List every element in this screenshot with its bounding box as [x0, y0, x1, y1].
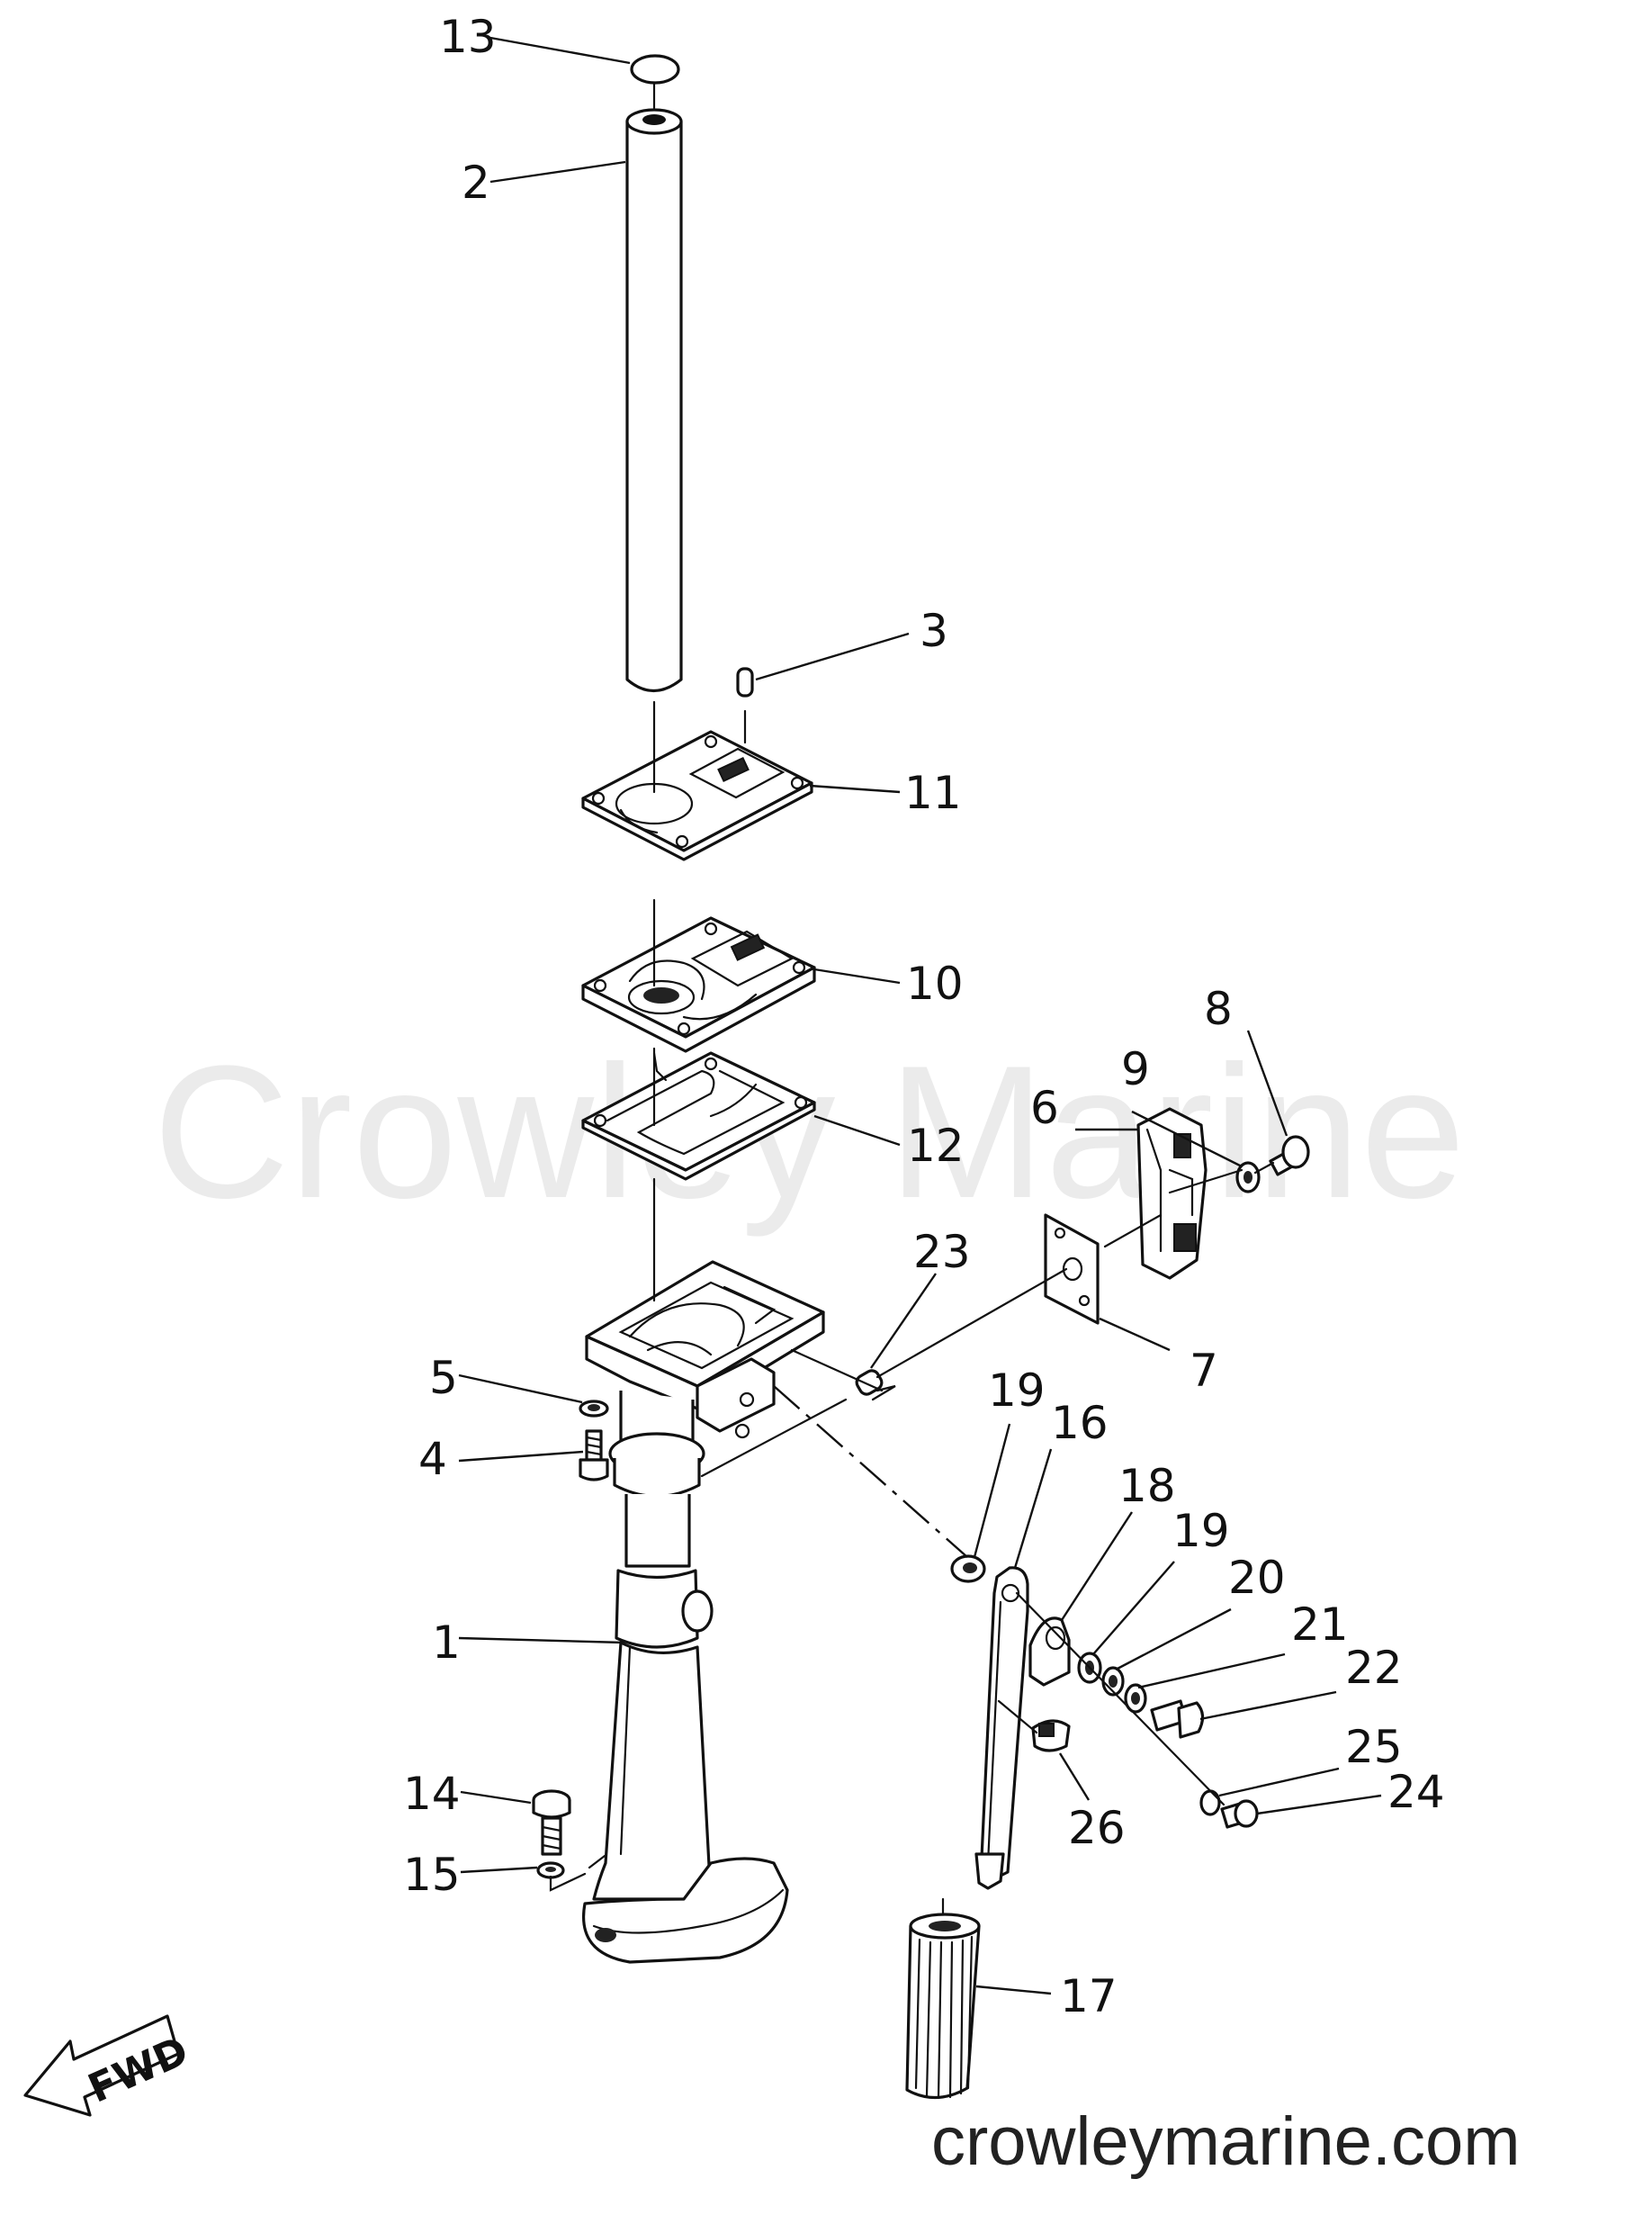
part-6-bracket: [1136, 1107, 1208, 1280]
callout-7: 7: [1190, 1345, 1218, 1397]
part-24-screw: [1220, 1799, 1259, 1829]
assembly-lines: [549, 700, 1275, 1914]
callout-12: 12: [907, 1120, 965, 1172]
part-2-tube: [625, 82, 683, 692]
callout-21: 21: [1291, 1598, 1349, 1651]
part-5-washer: [579, 1400, 609, 1418]
part-15-washer: [536, 1861, 565, 1879]
part-25-washer: [1199, 1789, 1221, 1816]
callout-1: 1: [432, 1616, 461, 1669]
part-19-clip-upper: [950, 1554, 986, 1583]
part-9-washer: [1235, 1161, 1261, 1193]
part-1-upper-casing: [582, 1260, 825, 1964]
callout-26: 26: [1068, 1802, 1126, 1854]
website-url: crowleymarine.com: [931, 2103, 1521, 2180]
callout-4: 4: [418, 1433, 447, 1485]
callout-labels: 13 2 3 11 10 8 9 6 12 23 7 5 4 19 16 18 …: [403, 11, 1445, 2022]
callout-19-upper: 19: [988, 1364, 1046, 1417]
part-16-tiller-lever: [974, 1566, 1029, 1890]
part-21-washer: [1124, 1683, 1147, 1714]
callout-6: 6: [1030, 1082, 1059, 1134]
part-3-dowel-pin: [736, 667, 754, 698]
part-26-knob: [1031, 1719, 1071, 1752]
callout-5: 5: [429, 1352, 458, 1404]
fwd-direction-arrow: FWD: [23, 2014, 195, 2117]
callout-15: 15: [403, 1849, 461, 1901]
part-23-nut: [855, 1369, 884, 1396]
callout-3: 3: [920, 605, 948, 657]
callout-8: 8: [1204, 983, 1233, 1035]
callout-13: 13: [439, 11, 497, 63]
callout-14: 14: [403, 1768, 461, 1820]
callout-10: 10: [906, 958, 964, 1010]
part-4-bolt: [579, 1429, 609, 1481]
part-10-plate: [581, 916, 816, 1053]
part-13-o-ring: [630, 54, 680, 85]
part-14-bolt: [532, 1789, 571, 1856]
watermark: Crowley Marine: [153, 1026, 1466, 1238]
callout-9: 9: [1121, 1043, 1150, 1095]
callout-2: 2: [462, 157, 490, 209]
callout-16: 16: [1051, 1397, 1109, 1449]
part-11-gasket: [581, 730, 813, 861]
callout-22: 22: [1345, 1642, 1403, 1694]
part-22-bolt: [1150, 1699, 1205, 1739]
part-18-bracket: [1028, 1616, 1071, 1687]
callout-11: 11: [904, 767, 962, 819]
leader-lines: [458, 36, 1382, 1995]
callout-19-lower: 19: [1172, 1505, 1230, 1557]
callout-25: 25: [1345, 1721, 1403, 1773]
callout-23: 23: [913, 1226, 971, 1278]
callout-20: 20: [1228, 1552, 1286, 1604]
part-17-grip: [905, 1913, 981, 2100]
part-12-gasket: [581, 1051, 816, 1181]
callout-18: 18: [1118, 1460, 1176, 1512]
part-8-screw: [1269, 1135, 1310, 1176]
part-7-mount-plate: [1044, 1213, 1100, 1325]
callout-24: 24: [1387, 1766, 1445, 1818]
callout-17: 17: [1060, 1970, 1118, 2022]
